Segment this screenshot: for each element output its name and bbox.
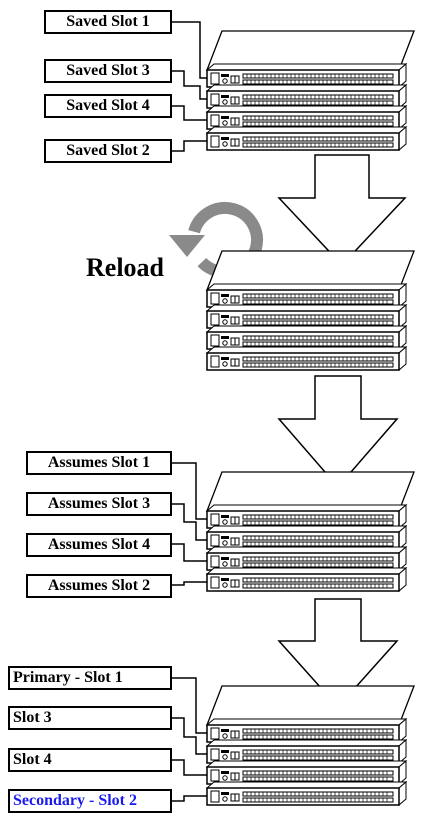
- stack-reloaded: [206, 250, 415, 371]
- label-slot-4: Slot 4: [8, 748, 172, 772]
- label-primary-slot-1: Primary - Slot 1: [8, 666, 172, 690]
- down-arrow-2: [277, 375, 399, 489]
- down-arrow-3: [277, 598, 399, 709]
- label-assumes-slot-2: Assumes Slot 2: [26, 574, 172, 598]
- label-assumes-slot-1: Assumes Slot 1: [26, 451, 172, 475]
- stack-assumes: [206, 471, 415, 592]
- label-saved-slot-2: Saved Slot 2: [44, 139, 172, 163]
- connectors-assumes: [172, 462, 207, 586]
- reload-label: Reload: [86, 253, 164, 282]
- connectors-final: [172, 677, 207, 802]
- label-assumes-slot-3: Assumes Slot 3: [26, 492, 172, 516]
- stack-saved: [206, 30, 415, 151]
- stack-final: [206, 685, 415, 806]
- label-assumes-slot-4: Assumes Slot 4: [26, 533, 172, 557]
- label-secondary-slot-2: Secondary - Slot 2: [8, 789, 172, 813]
- label-saved-slot-4: Saved Slot 4: [44, 94, 172, 118]
- label-saved-slot-3: Saved Slot 3: [44, 59, 172, 83]
- connectors-saved: [170, 21, 207, 152]
- label-slot-3: Slot 3: [8, 706, 172, 730]
- down-arrow-1: [277, 154, 407, 267]
- label-saved-slot-1: Saved Slot 1: [44, 10, 172, 34]
